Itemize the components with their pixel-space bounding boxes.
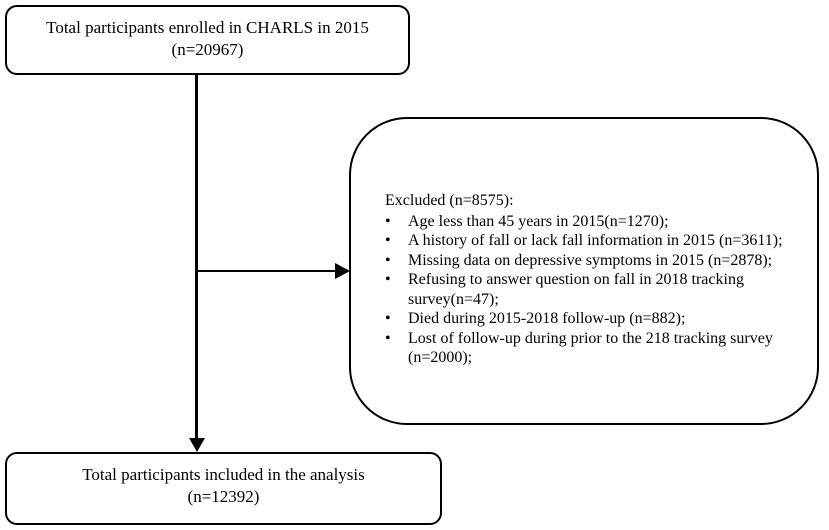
exclusion-item: • Age less than 45 years in 2015(n=1270)…	[385, 212, 799, 232]
included-box: Total participants included in the analy…	[5, 452, 442, 525]
exclusion-item-text: Age less than 45 years in 2015(n=1270);	[408, 212, 669, 230]
exclusion-item-text: Missing data on depressive symptoms in 2…	[408, 251, 773, 269]
exclusion-list: • Age less than 45 years in 2015(n=1270)…	[385, 212, 799, 368]
enrolled-text: Total participants enrolled in CHARLS in…	[46, 18, 369, 37]
bullet-icon: •	[385, 212, 391, 230]
bullet-icon: •	[385, 310, 391, 327]
included-count: (n=12392)	[187, 487, 260, 506]
exclusion-box: Excluded (n=8575): • Age less than 45 ye…	[349, 117, 819, 425]
exclusion-item-text: A history of fall or lack fall informati…	[408, 232, 783, 249]
exclusion-title: Excluded (n=8575):	[385, 192, 514, 209]
exclusion-item-text: Lost of follow-up during prior to the 21…	[408, 329, 773, 367]
bullet-icon: •	[385, 329, 391, 347]
bullet-icon: •	[385, 232, 391, 249]
exclusion-item-text: Died during 2015-2018 follow-up (n=882);	[408, 310, 686, 327]
exclusion-item: • Lost of follow-up during prior to the …	[385, 329, 799, 368]
exclusion-item: • A history of fall or lack fall informa…	[385, 231, 799, 251]
included-text: Total participants included in the analy…	[82, 465, 365, 484]
enrolled-count: (n=20967)	[171, 40, 244, 59]
enrolled-box: Total participants enrolled in CHARLS in…	[5, 5, 410, 75]
exclusion-item: • Refusing to answer question on fall in…	[385, 270, 799, 309]
arrow-down-icon	[189, 438, 205, 452]
exclusion-item-text: Refusing to answer question on fall in 2…	[408, 271, 744, 308]
exclusion-item: • Missing data on depressive symptoms in…	[385, 251, 799, 271]
main-flow-line	[195, 75, 198, 441]
exclusion-item: • Died during 2015-2018 follow-up (n=882…	[385, 309, 799, 329]
arrow-right-icon	[335, 263, 350, 279]
bullet-icon: •	[385, 251, 391, 269]
bullet-icon: •	[385, 271, 391, 288]
exclusion-branch-line	[195, 270, 337, 272]
